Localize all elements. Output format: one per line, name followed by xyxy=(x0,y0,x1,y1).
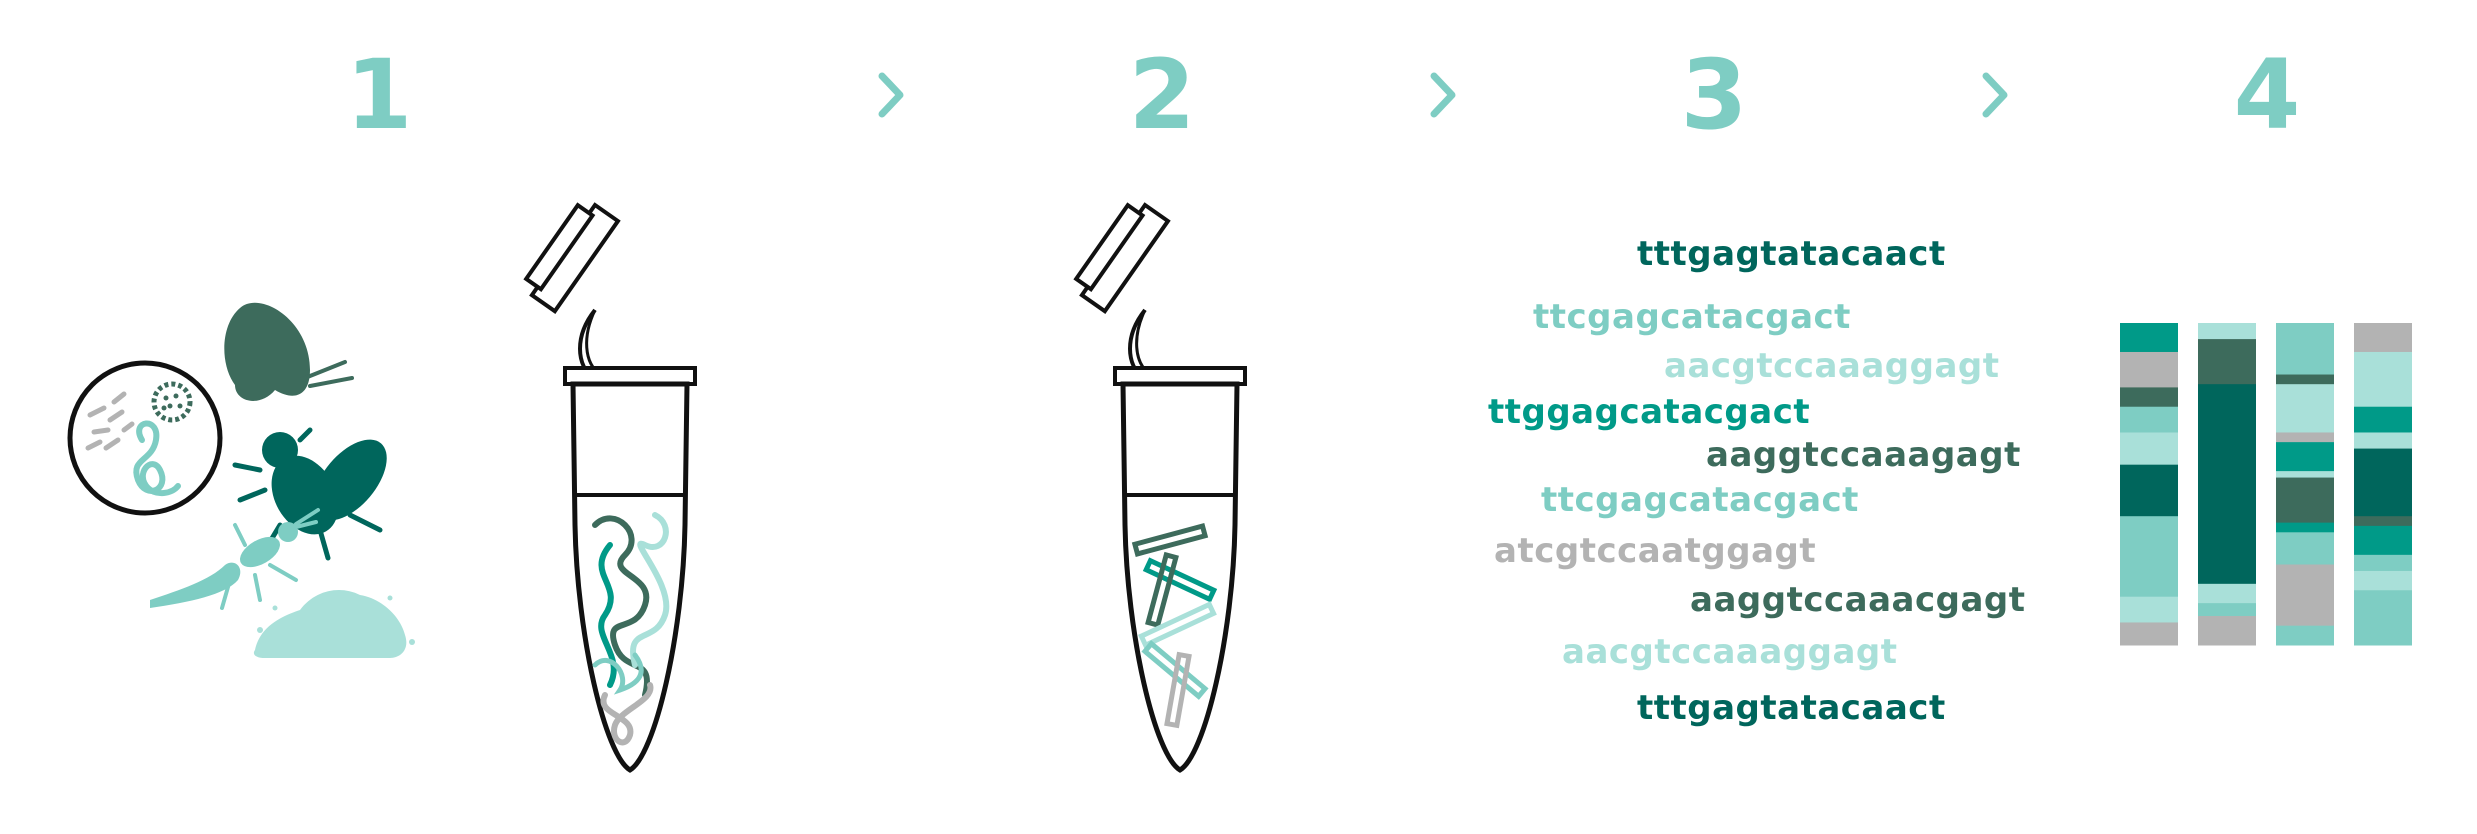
barcode-segment xyxy=(2276,384,2334,433)
barcode-segment xyxy=(2354,554,2412,572)
wasp-icon xyxy=(150,508,320,610)
community-barcode-icon xyxy=(2120,323,2412,646)
sequence-read: ttcgagcatacgact xyxy=(1541,480,1859,520)
barcode-segment xyxy=(2120,464,2178,517)
barcode-segment xyxy=(2354,590,2412,646)
barcode-segment xyxy=(2354,448,2412,517)
organisms-group xyxy=(67,302,415,658)
barcode-segment xyxy=(2276,532,2334,565)
barcode-segment xyxy=(2198,323,2256,340)
barcode-segment xyxy=(2120,323,2178,353)
barcode-column xyxy=(2198,323,2256,646)
barcode-segment xyxy=(2354,516,2412,527)
barcode-segment xyxy=(2198,616,2256,646)
tube-with-intact-dna-icon xyxy=(523,202,697,773)
step-number-1: 1 xyxy=(345,39,413,151)
barcode-segment xyxy=(2276,374,2334,385)
sequence-read: ttcgagcatacgact xyxy=(1533,297,1851,337)
sequence-read: atcgtccaatggagt xyxy=(1494,531,1817,571)
sequence-read: aaggtccaaagagt xyxy=(1706,435,2021,475)
barcode-segment xyxy=(2120,387,2178,408)
step-number-3: 3 xyxy=(1680,39,1748,151)
barcode-column xyxy=(2276,323,2334,646)
barcode-segment xyxy=(2120,622,2178,646)
step-number-2: 2 xyxy=(1128,39,1196,151)
chevron-right-icon xyxy=(1430,72,1456,118)
chevron-right-icon xyxy=(1982,72,2008,118)
barcode-segment xyxy=(2354,525,2412,556)
sequence-read: aacgtccaaaggagt xyxy=(1664,346,2000,386)
barcode-segment xyxy=(2198,384,2256,585)
barcode-segment xyxy=(2198,603,2256,617)
barcode-column xyxy=(2354,323,2412,646)
step-number-4: 4 xyxy=(2233,39,2301,151)
barcode-segment xyxy=(2276,442,2334,472)
sequence-read: aacgtccaaaggagt xyxy=(1562,632,1898,672)
barcode-segment xyxy=(2198,583,2256,604)
fly-icon xyxy=(232,427,387,561)
barcode-segment xyxy=(2354,432,2412,450)
barcode-segment xyxy=(2276,323,2334,376)
soil-pile-icon xyxy=(253,590,415,658)
barcode-segment xyxy=(2276,522,2334,533)
barcode-segment xyxy=(2354,323,2412,353)
moth-icon xyxy=(224,302,354,401)
barcode-segment xyxy=(2276,477,2334,524)
chevron-right-icon xyxy=(878,72,904,118)
sequence-read: tttgagtatacaact xyxy=(1637,234,1946,274)
barcode-column xyxy=(2120,323,2178,646)
barcode-segment xyxy=(2120,406,2178,433)
barcode-segment xyxy=(2198,339,2256,385)
barcode-segment xyxy=(2120,596,2178,623)
barcode-segment xyxy=(2276,471,2334,479)
microbe-circle-icon xyxy=(67,360,223,516)
barcode-segment xyxy=(2120,516,2178,598)
barcode-segment xyxy=(2276,625,2334,646)
barcode-segment xyxy=(2354,406,2412,433)
sequence-read: ttggagcatacgact xyxy=(1488,392,1811,432)
sequence-read: tttgagtatacaact xyxy=(1637,688,1946,728)
tube-with-fragmented-dna-icon xyxy=(1073,202,1247,773)
barcode-segment xyxy=(2120,432,2178,466)
sequence-read: aaggtccaaacgagt xyxy=(1690,580,2026,620)
barcode-segment xyxy=(2354,351,2412,408)
barcode-segment xyxy=(2276,564,2334,627)
barcode-segment xyxy=(2354,570,2412,591)
barcode-segment xyxy=(2120,351,2178,388)
barcode-segment xyxy=(2276,432,2334,443)
